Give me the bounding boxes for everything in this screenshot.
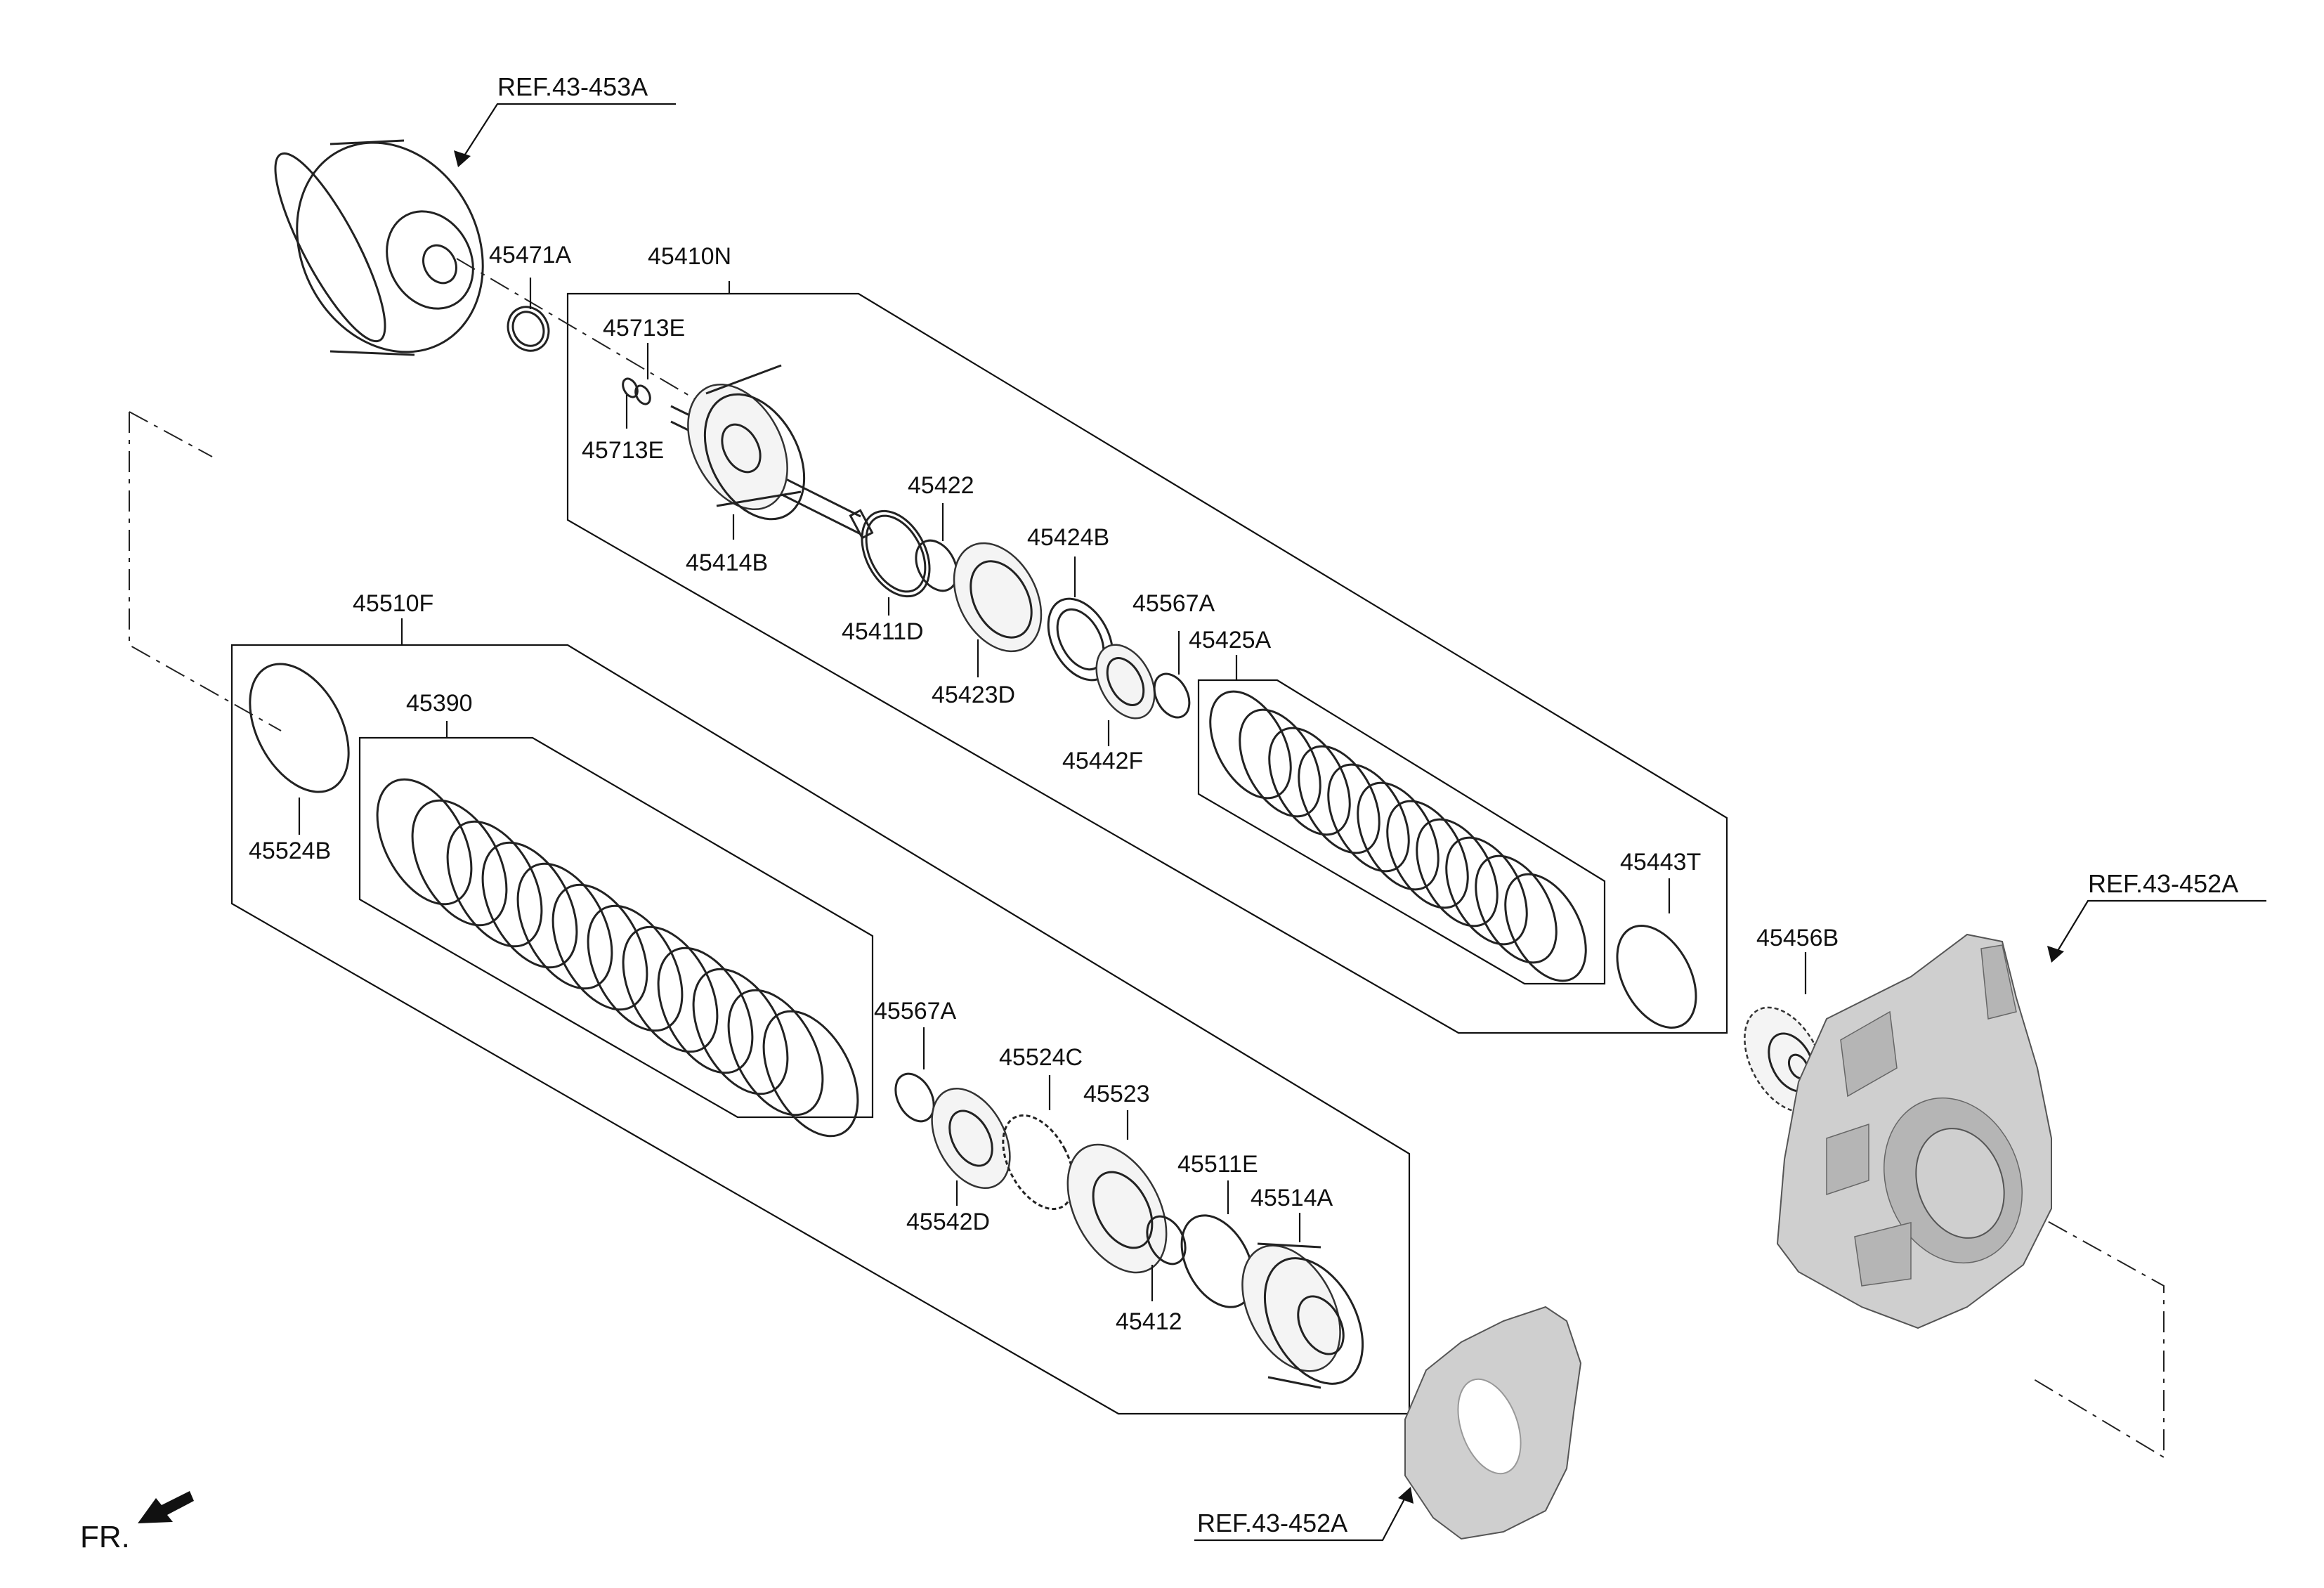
label-45456B: 45456B: [1756, 925, 1839, 951]
label-45443T: 45443T: [1620, 849, 1701, 876]
piston-45523-inner: [1092, 1171, 1154, 1249]
plate-45542D-inner: [948, 1109, 993, 1167]
plate-45542D: [931, 1087, 1011, 1190]
ring-45412: [1146, 1215, 1187, 1265]
ring-45411D-inner: [865, 514, 927, 593]
ring-45471A-inner: [511, 311, 545, 347]
centerline-left: [129, 411, 282, 731]
seal-ring-45713E-a: [622, 377, 639, 398]
group-frame-45510F: [230, 644, 1411, 1415]
label-45542D: 45542D: [906, 1209, 990, 1235]
arrow-ref-452a-bottom: [1398, 1487, 1414, 1504]
label-45410N: 45410N: [648, 243, 731, 270]
leader-ref-452a-top: [2055, 899, 2266, 955]
label-45414B: 45414B: [686, 549, 768, 576]
plate-45442F-inner: [1106, 657, 1145, 706]
group-frame-45425A: [1197, 679, 1606, 985]
label-45423D: 45423D: [932, 682, 1015, 708]
label-ref-452a-bottom: REF.43-452A: [1197, 1509, 1347, 1537]
snap-ring-45443T: [1616, 925, 1697, 1029]
label-45425A: 45425A: [1189, 627, 1272, 653]
label-45422: 45422: [908, 472, 974, 499]
leader-ref-452a-bottom: [1194, 1495, 1407, 1542]
piston-45523: [1066, 1143, 1168, 1274]
label-45524B: 45524B: [249, 838, 331, 864]
arrow-ref-452a-top: [2047, 946, 2064, 963]
label-45471A: 45471A: [489, 242, 572, 268]
front-direction-arrow: [138, 1491, 194, 1523]
drum-45514A: [1241, 1242, 1364, 1389]
label-45411D: 45411D: [842, 618, 924, 645]
label-45713E-bottom: 45713E: [582, 437, 664, 464]
leader-ref-453a: [462, 103, 676, 160]
label-45510F: 45510F: [353, 590, 433, 617]
ring-45411D: [861, 509, 931, 598]
snap-ring-45524B: [249, 663, 350, 793]
label-45567A-bottom: 45567A: [874, 998, 957, 1024]
label-45412: 45412: [1116, 1308, 1182, 1335]
label-front: FR.: [80, 1520, 130, 1554]
label-45713E-top: 45713E: [603, 315, 685, 341]
label-ref-452a-top: REF.43-452A: [2088, 869, 2238, 898]
label-45524C: 45524C: [999, 1044, 1083, 1071]
arrow-ref-453a: [454, 150, 471, 167]
snap-ring-45567A-top: [1153, 672, 1191, 719]
shaft-drum-45414B: [670, 364, 874, 540]
label-45511E: 45511E: [1177, 1151, 1258, 1178]
piston-45423D-inner: [970, 560, 1033, 639]
plate-45442F: [1095, 644, 1156, 720]
cover-plate: [1404, 1306, 1582, 1540]
clutch-pack-45425A: [1209, 690, 1587, 982]
label-45514A: 45514A: [1251, 1185, 1333, 1211]
label-45390: 45390: [406, 690, 473, 717]
group-frame-45410N: [566, 292, 1728, 1034]
centerline-input: [456, 258, 710, 408]
seal-ring-45713E-b: [634, 384, 651, 405]
centerline-right: [1910, 1145, 2165, 1459]
spring-45524C: [1002, 1114, 1075, 1211]
label-45442F: 45442F: [1062, 748, 1143, 774]
ring-45511E: [1180, 1214, 1255, 1308]
label-45424B: 45424B: [1027, 524, 1109, 551]
label-ref-453a: REF.43-453A: [497, 72, 648, 101]
snap-ring-45567A-bottom: [894, 1072, 935, 1123]
label-45567A-top: 45567A: [1132, 590, 1215, 617]
clutch-pack-45390: [376, 778, 859, 1138]
transmission-housing: [1776, 933, 2052, 1329]
label-45523: 45523: [1083, 1081, 1150, 1107]
torque-converter: [274, 139, 484, 356]
ring-45422: [915, 539, 958, 592]
group-frame-45390: [358, 736, 874, 1119]
ring-45471A: [507, 306, 550, 352]
